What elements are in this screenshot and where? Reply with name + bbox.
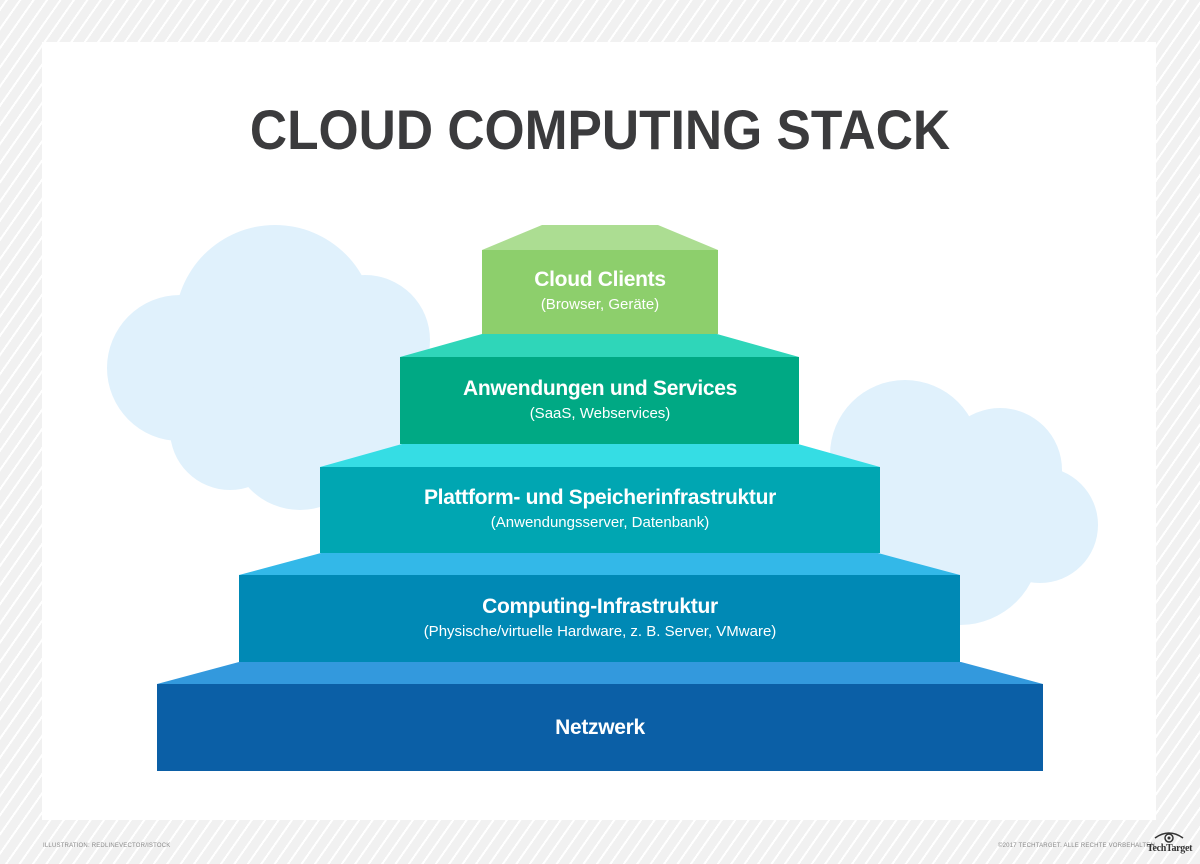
layer-detail: (SaaS, Webservices) bbox=[529, 405, 671, 422]
layer-label-platform: Plattform- und Speicherinfrastruktur (An… bbox=[0, 486, 1200, 531]
page-title: CLOUD COMPUTING STACK bbox=[249, 98, 951, 161]
step-top-cloud-clients bbox=[482, 225, 718, 250]
step-front-network bbox=[157, 684, 1043, 771]
layer-name: Anwendungen und Services bbox=[462, 377, 737, 400]
step-front-computing bbox=[239, 575, 960, 662]
layer-name: Plattform- und Speicherinfrastruktur bbox=[423, 486, 777, 509]
step-top-computing bbox=[239, 553, 960, 575]
layer-detail: (Physische/virtuelle Hardware, z. B. Ser… bbox=[423, 623, 777, 640]
step-front-applications bbox=[400, 357, 799, 444]
layer-detail: (Anwendungsserver, Datenbank) bbox=[490, 514, 710, 531]
layer-detail: (Browser, Geräte) bbox=[540, 296, 660, 313]
step-front-cloud-clients bbox=[482, 250, 718, 334]
step-top-network bbox=[157, 662, 1043, 684]
layer-label-cloud-clients: Cloud Clients (Browser, Geräte) bbox=[0, 268, 1200, 313]
layer-label-applications: Anwendungen und Services (SaaS, Webservi… bbox=[0, 377, 1200, 422]
layer-label-computing: Computing-Infrastruktur (Physische/virtu… bbox=[0, 595, 1200, 640]
techtarget-logo: TechTarget bbox=[1147, 843, 1193, 854]
step-front-platform bbox=[320, 467, 880, 553]
eye-logo-icon bbox=[1154, 832, 1184, 843]
copyright-notice: ©2017 TECHTARGET. ALLE RECHTE VORBEHALTE… bbox=[998, 843, 1155, 849]
layer-label-network: Netzwerk bbox=[0, 716, 1200, 740]
layer-name: Cloud Clients bbox=[534, 268, 666, 291]
illustration-credit: ILLUSTRATION: REDLINEVECTOR/ISTOCK bbox=[43, 843, 171, 849]
step-top-applications bbox=[400, 334, 799, 357]
layer-name: Computing-Infrastruktur bbox=[482, 595, 718, 618]
step-top-platform bbox=[320, 444, 880, 467]
layer-name: Netzwerk bbox=[555, 716, 645, 739]
